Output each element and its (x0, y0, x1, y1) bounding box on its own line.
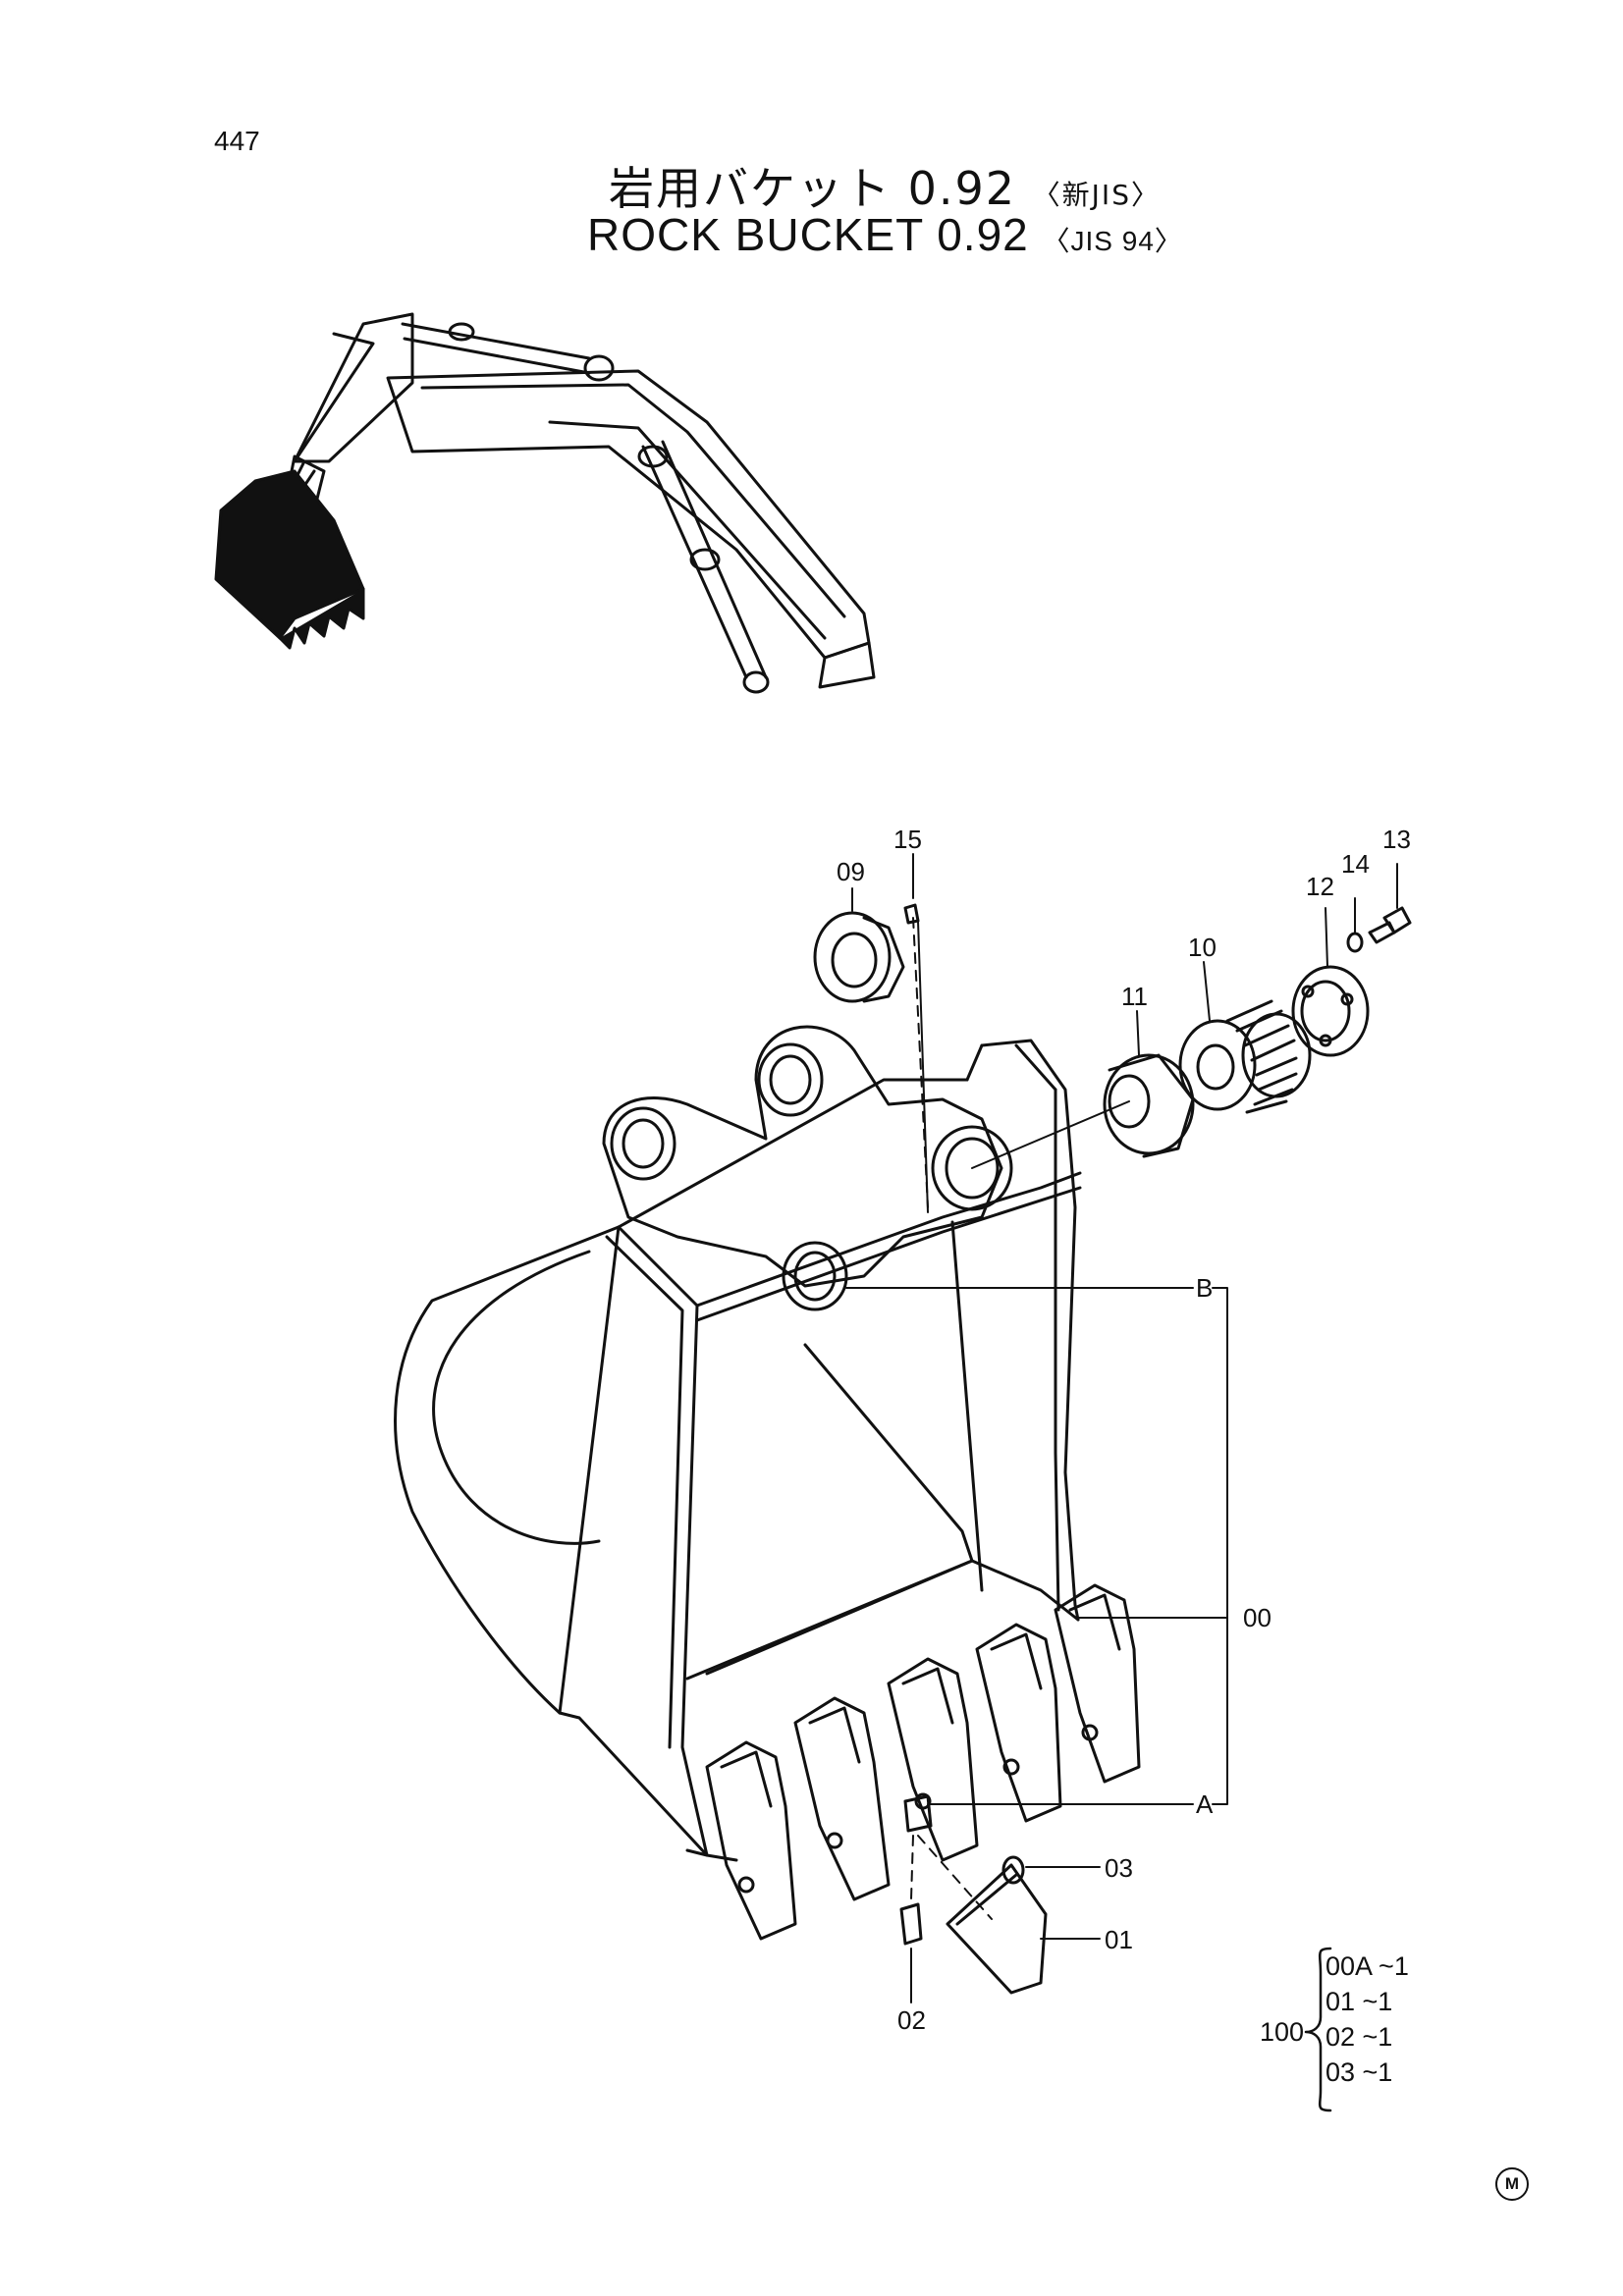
callout-12: 12 (1306, 872, 1334, 901)
part-12-plate (1291, 965, 1370, 1057)
callout-00: 00 (1243, 1603, 1271, 1632)
title-japanese-text: 岩用バケット 0.92 (609, 162, 1017, 215)
title-japanese: 岩用バケット 0.92 〈新JIS〉 (609, 153, 1161, 218)
part-15-pin (903, 903, 920, 925)
leader-15 (917, 920, 929, 1213)
kit-item: 00A ~1 (1325, 1951, 1409, 1981)
part-10-spring (1178, 999, 1312, 1114)
tooth-tip-01 (946, 1863, 1048, 1995)
leader-lines (845, 853, 1398, 2003)
kit-brace (1304, 1947, 1332, 2112)
kit-items: 00A ~1 01 ~1 02 ~1 03 ~1 (1325, 1949, 1409, 2090)
kit-item: 02 ~1 (1325, 2022, 1393, 2052)
part-13-bolt (1368, 906, 1412, 944)
callout-13: 13 (1382, 825, 1411, 854)
title-english-text: ROCK BUCKET 0.92 (587, 209, 1029, 260)
excavator-thumbnail (214, 312, 876, 694)
callout-a: A (1196, 1789, 1214, 1819)
callout-11: 11 (1121, 982, 1148, 1011)
lock-02 (899, 1902, 923, 1946)
pin-03 (1001, 1855, 1025, 1885)
bucket-body (394, 1025, 1082, 1862)
callout-15: 15 (893, 825, 922, 854)
assembly-lines (910, 917, 993, 1920)
callout-01: 01 (1105, 1925, 1133, 1954)
part-09-bushing (813, 911, 905, 1003)
title-english: ROCK BUCKET 0.92 〈JIS 94〉 (587, 208, 1183, 261)
callout-03: 03 (1105, 1853, 1133, 1883)
callout-14: 14 (1341, 849, 1370, 879)
leader-11-axis (971, 1100, 1130, 1169)
page-number: 447 (214, 126, 260, 156)
callout-09: 09 (837, 857, 865, 886)
title-english-suffix: 〈JIS 94〉 (1042, 226, 1183, 256)
callout-10: 10 (1188, 933, 1217, 962)
bucket-teeth (705, 1583, 1141, 1941)
tooth-pin-a (903, 1794, 933, 1833)
callout-b: B (1196, 1273, 1214, 1303)
part-14-washer (1346, 932, 1364, 953)
title-japanese-suffix: 〈新JIS〉 (1032, 179, 1161, 211)
m-mark-icon: M (1495, 2167, 1529, 2201)
kit-item: 01 ~1 (1325, 1987, 1393, 2016)
callout-02: 02 (897, 2005, 926, 2035)
kit-item: 03 ~1 (1325, 2057, 1393, 2087)
kit-label: 100 (1260, 2017, 1305, 2047)
